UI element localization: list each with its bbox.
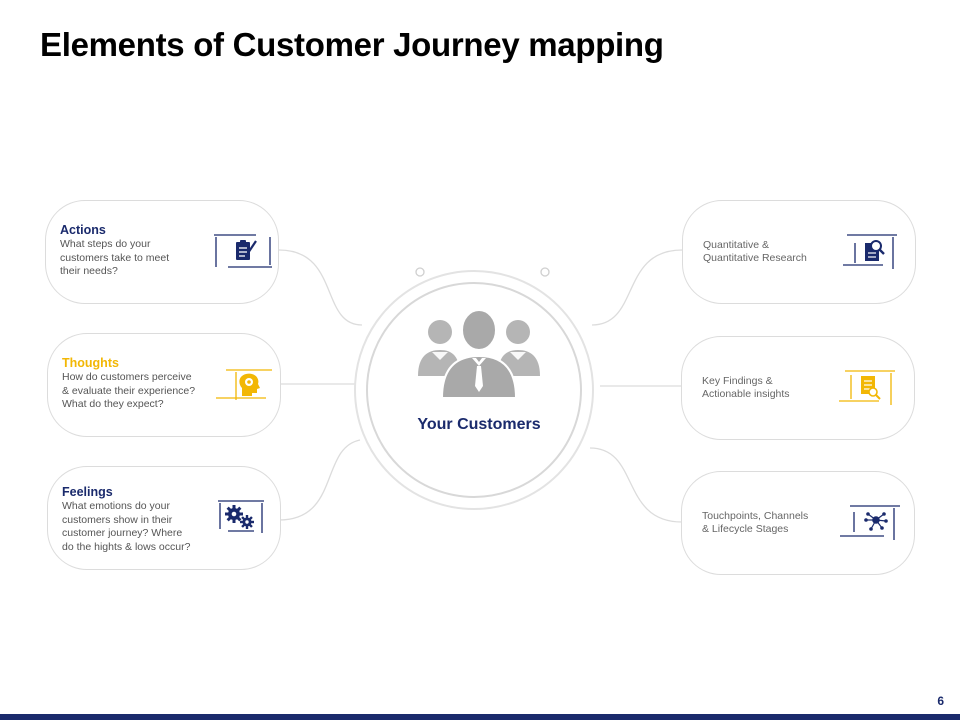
gears-icon — [218, 500, 264, 533]
customers-group-icon — [418, 309, 540, 399]
card-desc-line: Quantitative Research — [703, 252, 807, 264]
card-heading: Thoughts — [62, 356, 119, 370]
card-feelings: Feelings What emotions do your customers… — [47, 466, 281, 570]
card-desc-line: Quantitative & — [703, 238, 769, 251]
page-title: Elements of Customer Journey mapping — [40, 26, 664, 63]
card-desc-line: How do customers perceive — [62, 371, 192, 383]
card-desc-line: customers show in their — [62, 513, 173, 526]
card-research: Quantitative & Quantitative Research — [682, 200, 916, 304]
findings-icon — [839, 370, 895, 405]
card-desc-line: Touchpoints, Channels — [702, 509, 809, 522]
checklist-icon — [214, 234, 272, 268]
card-desc-line: & Lifecycle Stages — [702, 523, 789, 535]
card-thoughts: Thoughts How do customers perceive & eva… — [47, 333, 281, 437]
card-desc-line: customer journey? Where — [62, 527, 183, 539]
card-desc-line: What steps do your — [60, 238, 151, 250]
network-icon — [840, 505, 900, 540]
card-desc-line: do the hights & lows occur? — [62, 540, 191, 553]
card-desc-line: customers take to meet — [60, 251, 170, 264]
card-touchpoints: Touchpoints, Channels & Lifecycle Stages — [681, 471, 915, 575]
page-number: 6 — [937, 694, 944, 708]
card-desc-line: & evaluate their experience? — [62, 384, 196, 397]
card-desc-line: What do they expect? — [62, 398, 164, 410]
card-desc-line: What emotions do your — [62, 500, 170, 512]
card-findings: Key Findings & Actionable insights — [681, 336, 915, 440]
document-search-icon — [843, 234, 897, 269]
head-gear-icon — [216, 369, 272, 400]
bottom-bar — [0, 714, 960, 720]
card-desc-line: Actionable insights — [702, 388, 790, 400]
card-heading: Feelings — [62, 485, 113, 499]
card-desc-line: their needs? — [60, 265, 118, 277]
card-desc-line: Key Findings & — [702, 374, 773, 387]
center-label: Your Customers — [417, 416, 541, 433]
card-actions: Actions What steps do your customers tak… — [45, 200, 279, 304]
card-heading: Actions — [60, 223, 106, 237]
